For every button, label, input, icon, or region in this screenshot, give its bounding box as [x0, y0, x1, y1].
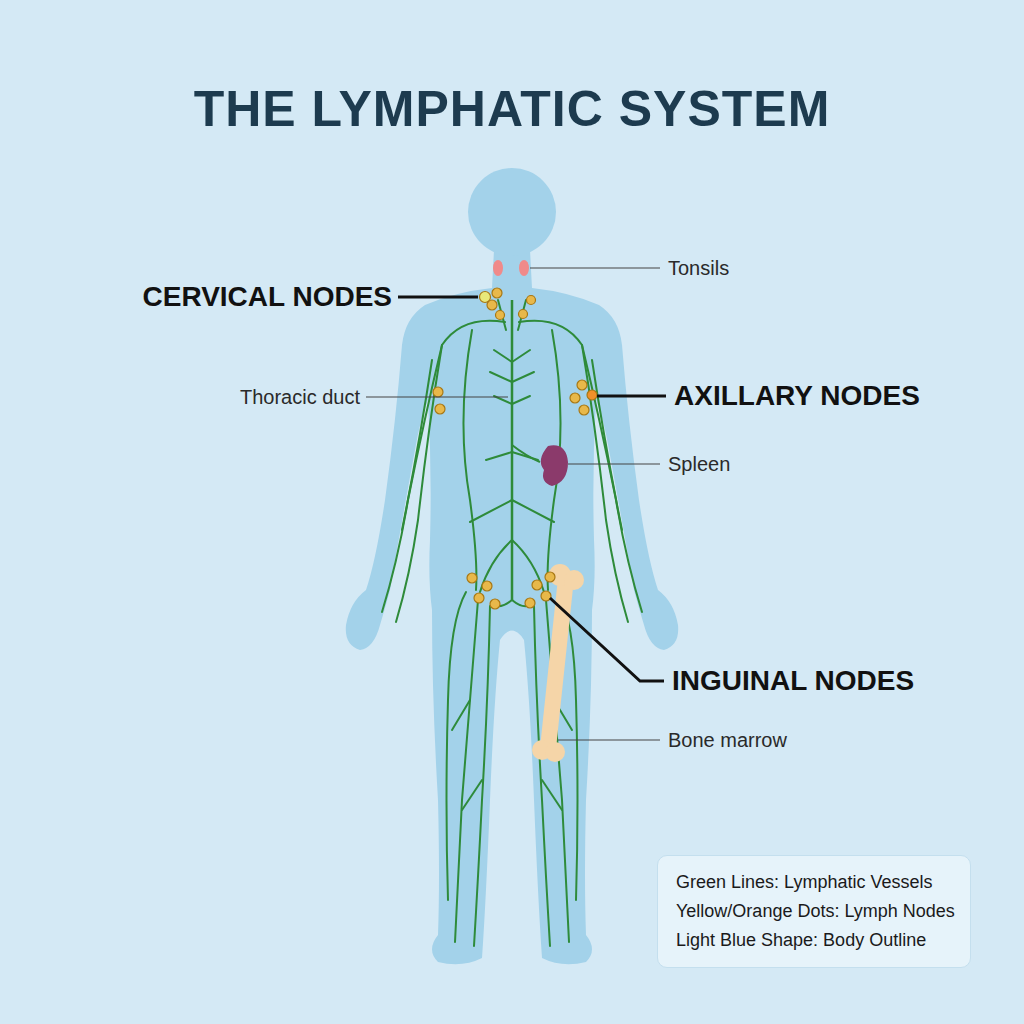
part-label: Tonsils	[668, 257, 729, 280]
lymph-node	[435, 404, 445, 414]
part-label: Bone marrow	[668, 729, 787, 752]
part-label: Thoracic duct	[240, 386, 360, 409]
lymph-node	[519, 310, 528, 319]
lymph-node	[474, 593, 484, 603]
leader-line	[558, 739, 660, 740]
lymph-node	[492, 288, 502, 298]
lymph-nodes	[433, 288, 597, 609]
leader-line	[597, 395, 666, 398]
legend-text: Green Lines: Lymphatic Vessels	[676, 868, 932, 897]
diagram-title: THE LYMPHATIC SYSTEM	[0, 80, 1024, 138]
lymph-node	[527, 296, 536, 305]
tonsil	[519, 260, 529, 276]
leader-line	[398, 296, 478, 299]
leader-line	[530, 267, 660, 268]
legend-entry: Yellow/Orange Dots: Lymph Nodes	[676, 897, 952, 926]
lymph-node	[490, 599, 500, 609]
lymph-node	[525, 598, 535, 608]
body-outline	[510, 250, 678, 964]
legend-entry: Green Lines: Lymphatic Vessels	[676, 868, 952, 897]
leader-line	[568, 463, 660, 464]
tonsil	[493, 260, 503, 276]
lymphatic-vessel	[512, 445, 540, 462]
lymph-node	[587, 390, 597, 400]
lymph-node	[433, 387, 443, 397]
lymph-node	[577, 380, 587, 390]
leader-line	[550, 598, 664, 681]
spleen	[541, 445, 568, 486]
thoracic-duct	[511, 300, 514, 600]
body-outline	[346, 250, 514, 964]
legend-entry: Light Blue Shape: Body Outline	[676, 926, 952, 955]
lymph-node	[487, 300, 497, 310]
lymph-node	[482, 581, 492, 591]
lymph-node	[467, 573, 477, 583]
group-label: AXILLARY NODES	[674, 380, 920, 412]
group-label: CERVICAL NODES	[143, 281, 392, 313]
lymph-node	[545, 572, 555, 582]
group-label: INGUINAL NODES	[672, 665, 914, 697]
bone-end	[564, 570, 584, 590]
lymph-node	[579, 405, 589, 415]
legend-text: Yellow/Orange Dots: Lymph Nodes	[676, 897, 955, 926]
head	[468, 168, 556, 256]
leader-line	[366, 396, 508, 397]
lymph-node	[570, 393, 580, 403]
bone-end	[545, 742, 565, 762]
legend-text: Light Blue Shape: Body Outline	[676, 926, 926, 955]
lymph-node	[532, 580, 542, 590]
legend-box: Green Lines: Lymphatic VesselsYellow/Ora…	[657, 855, 971, 968]
part-label: Spleen	[668, 453, 730, 476]
lymph-node	[496, 311, 505, 320]
